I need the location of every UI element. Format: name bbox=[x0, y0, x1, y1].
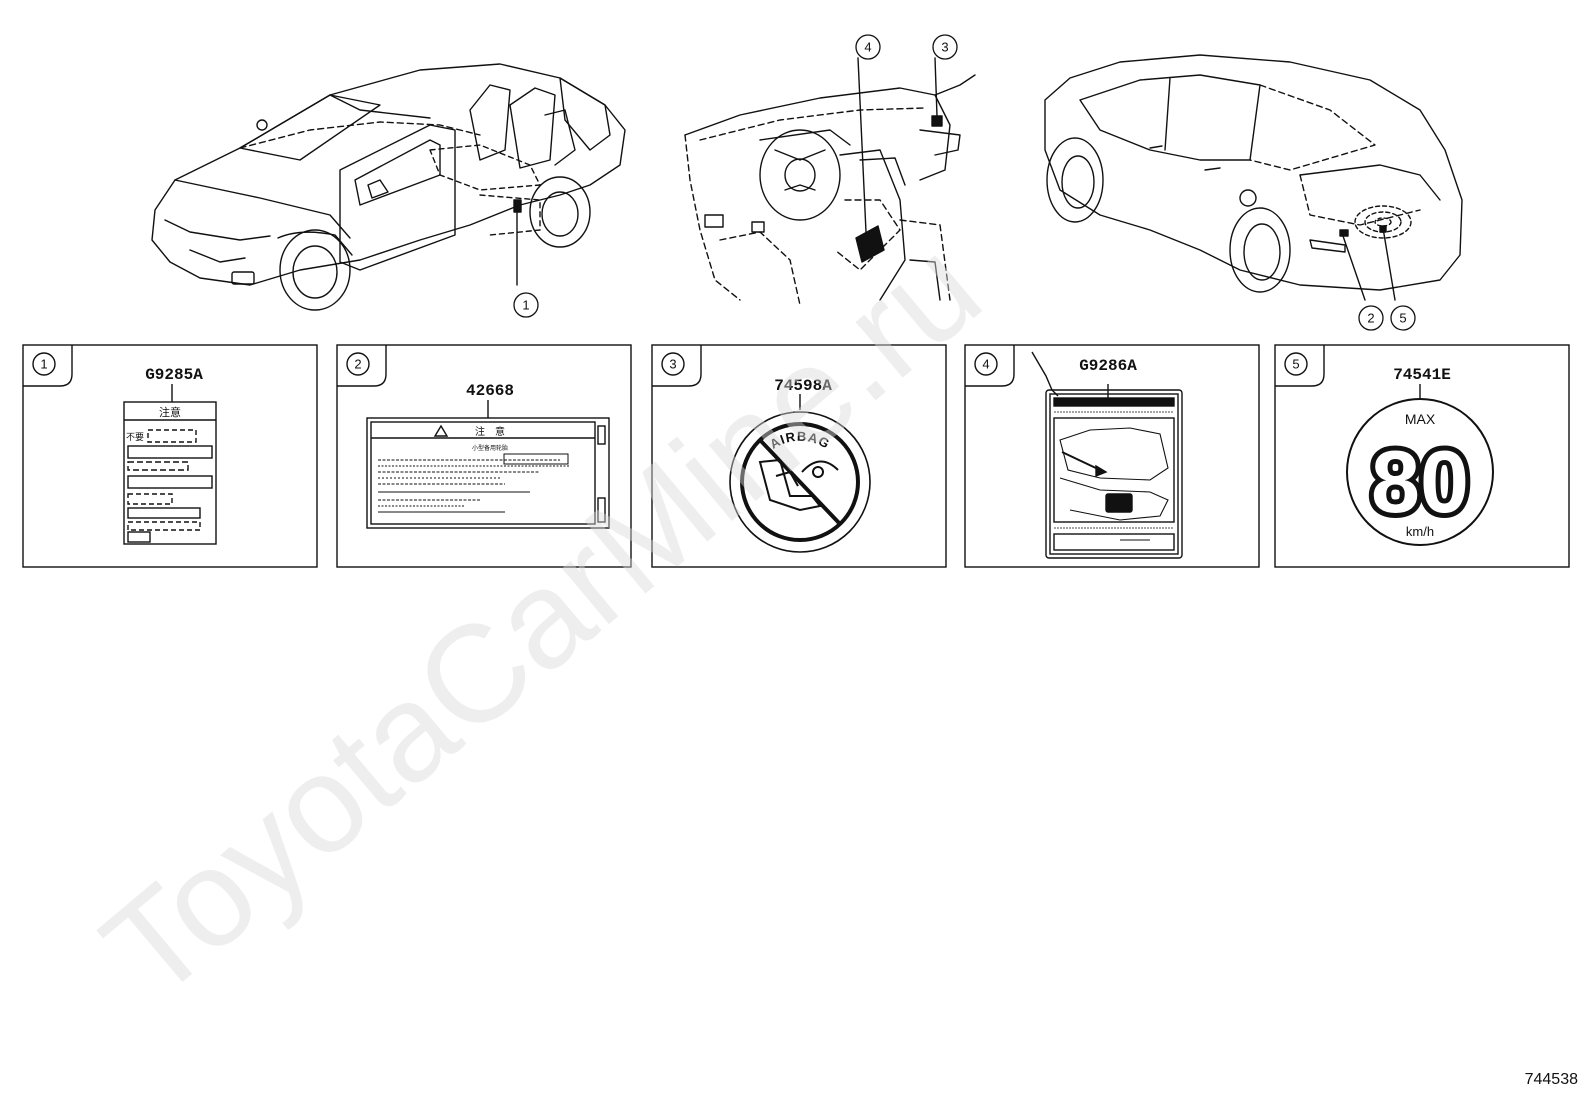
car-front-view-drawing bbox=[151, 63, 626, 311]
sticker-2-title: 注 意 bbox=[475, 425, 505, 438]
part-number-5: 74541E bbox=[1393, 366, 1451, 384]
panel-number-2: 2 bbox=[354, 357, 361, 372]
speed-value: 80 bbox=[1371, 432, 1469, 531]
svg-text:AIRBAG: AIRBAG bbox=[767, 429, 833, 452]
callout-circle-3 bbox=[932, 34, 958, 60]
callout-circle-2 bbox=[1358, 305, 1384, 331]
panel-number-5: 5 bbox=[1292, 357, 1299, 372]
callout-circle-5 bbox=[1390, 305, 1416, 331]
part-number-4: G9286A bbox=[1079, 357, 1137, 375]
dashboard-interior-drawing bbox=[684, 57, 976, 306]
panel-number-1: 1 bbox=[40, 357, 47, 372]
speed-max-text: MAX bbox=[1405, 411, 1436, 427]
label-panel-2 bbox=[336, 344, 632, 568]
callout-markers bbox=[513, 34, 1416, 331]
callout-circle-4 bbox=[855, 34, 881, 60]
callout-number-3: 3 bbox=[941, 40, 948, 55]
callout-number-2: 2 bbox=[1367, 311, 1374, 326]
callout-circle-1 bbox=[513, 292, 539, 318]
sticker-2-subtitle: 小型备用轮胎 bbox=[472, 444, 508, 452]
panel-number-4: 4 bbox=[982, 357, 989, 372]
label-panel-3 bbox=[651, 344, 947, 568]
part-number-3: 74598A bbox=[774, 377, 832, 395]
car-rear-view-drawing bbox=[1044, 54, 1463, 301]
sticker-1-title: 注意 bbox=[159, 405, 181, 419]
label-panel-5 bbox=[1274, 344, 1570, 568]
speed-value-outline: 80 bbox=[1371, 432, 1469, 531]
sticker-1-line: 不要 bbox=[126, 432, 144, 443]
label-panel-1 bbox=[22, 344, 318, 568]
callout-number-1: 1 bbox=[522, 298, 529, 313]
diagram-reference-number: 744538 bbox=[1524, 1071, 1578, 1088]
panel-number-3: 3 bbox=[669, 357, 676, 372]
part-number-1: G9285A bbox=[145, 366, 203, 384]
airbag-word: AIRBAG bbox=[767, 429, 832, 452]
part-number-2: 42668 bbox=[466, 382, 514, 400]
callout-number-4: 4 bbox=[864, 40, 871, 55]
label-panel-4 bbox=[964, 344, 1260, 568]
callout-number-5: 5 bbox=[1399, 311, 1406, 326]
speed-unit: km/h bbox=[1406, 524, 1434, 539]
